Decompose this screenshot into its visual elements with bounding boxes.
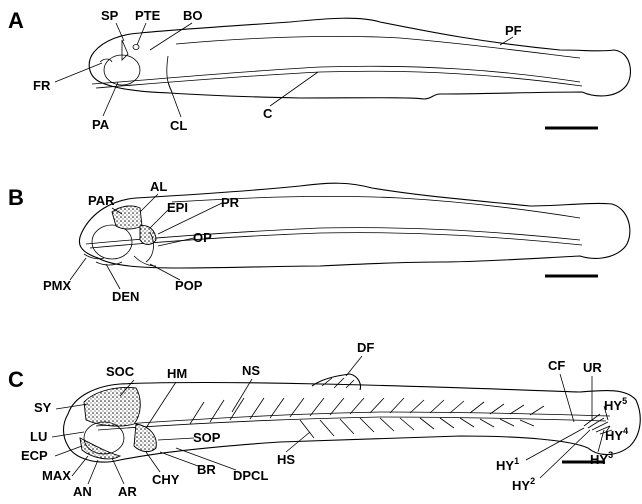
leader-pte [137, 23, 146, 45]
label-ns: NS [242, 363, 260, 378]
label-op: OP [193, 230, 212, 245]
panel-a-notochord [92, 66, 580, 84]
panel-a-pterotic-shape [133, 45, 139, 50]
panel-a-body-outline [89, 18, 630, 99]
panel-a-frontal-shape [100, 59, 112, 62]
leader-pop [150, 264, 180, 280]
label-epi: EPI [167, 200, 188, 215]
panel-b-epiotic-shape [140, 226, 156, 245]
label-pa: PA [92, 117, 110, 132]
panel-a-letter: A [8, 8, 24, 33]
label-ecp: ECP [21, 448, 48, 463]
label-hs: HS [277, 452, 295, 467]
leader-chy [146, 452, 160, 472]
leader-sy [56, 404, 88, 409]
label-fr: FR [33, 78, 51, 93]
label-cl: CL [170, 118, 187, 133]
label-df: DF [357, 340, 374, 355]
leader-pmx [70, 258, 86, 280]
label-pf: PF [505, 23, 522, 38]
panel-c-notochord-lower [98, 417, 606, 430]
leader-sop [158, 438, 194, 440]
label-sp: SP [101, 8, 119, 23]
leader-hy2 [540, 430, 590, 478]
panel-c-jaw-shape [80, 438, 120, 459]
leader-bo [150, 23, 192, 50]
panel-b-notochord-lower [90, 233, 582, 248]
label-ar: AR [118, 484, 137, 499]
panel-c-eye [84, 422, 124, 454]
panel-b-letter: B [8, 185, 24, 210]
panel-b-parietal-shape [112, 206, 142, 229]
label-hm: HM [167, 366, 187, 381]
label-den: DEN [112, 289, 139, 304]
panel-c-hyomandibular-shape [134, 424, 156, 452]
label-hy1: HY1 [496, 456, 519, 473]
label-max: MAX [42, 468, 71, 483]
label-sy: SY [34, 400, 52, 415]
leader-max [72, 456, 88, 476]
panel-b-body-outline [79, 183, 629, 268]
panel-a: A SP PTE BO PF FR PA CL C [8, 8, 630, 133]
leader-ns [232, 379, 252, 412]
label-an: AN [73, 484, 92, 499]
panel-b-notochord [86, 228, 580, 244]
leader-c [270, 72, 318, 106]
panel-a-sphenotic-shape [122, 40, 128, 60]
panel-b: B PAR AL EPI PR OP PMX DEN POP [8, 179, 630, 304]
panel-c-dorsal-fin-rays [322, 378, 354, 388]
label-sop: SOP [193, 430, 221, 445]
panel-c-letter: C [8, 367, 24, 392]
label-soc: SOC [106, 364, 135, 379]
panel-b-preopercle [134, 256, 156, 266]
label-lu: LU [30, 429, 47, 444]
leader-df [346, 356, 362, 376]
label-dpcl: DPCL [233, 468, 268, 483]
label-pop: POP [175, 278, 203, 293]
panel-c-neural-spines [190, 398, 544, 424]
label-hy3: HY3 [590, 450, 613, 467]
label-par: PAR [88, 193, 115, 208]
label-bo: BO [183, 8, 203, 23]
label-chy: CHY [152, 472, 180, 487]
label-hy2: HY2 [512, 476, 535, 493]
panel-c-haemal-spines [300, 418, 534, 438]
label-al: AL [150, 179, 167, 194]
leader-lu [52, 432, 84, 437]
label-hy5: HY5 [604, 396, 627, 413]
leader-epi [150, 210, 168, 228]
label-br: BR [197, 462, 216, 477]
panel-c-skull-shape [84, 388, 140, 427]
panel-a-dorsal-fold [176, 36, 580, 58]
label-pr: PR [221, 195, 240, 210]
panel-c-dorsal-fin [312, 374, 361, 390]
leader-an [88, 460, 98, 484]
leader-ar [112, 458, 124, 484]
label-cf: CF [548, 358, 565, 373]
panel-c: C DF SOC HM NS CF UR SY LU ECP MAX AN AR [8, 340, 640, 499]
label-pte: PTE [135, 8, 161, 23]
leader-cl [168, 82, 181, 117]
label-pmx: PMX [43, 278, 72, 293]
leader-den [106, 264, 120, 289]
label-c: C [263, 106, 273, 121]
label-ur: UR [583, 360, 602, 375]
leader-sp [116, 23, 124, 41]
